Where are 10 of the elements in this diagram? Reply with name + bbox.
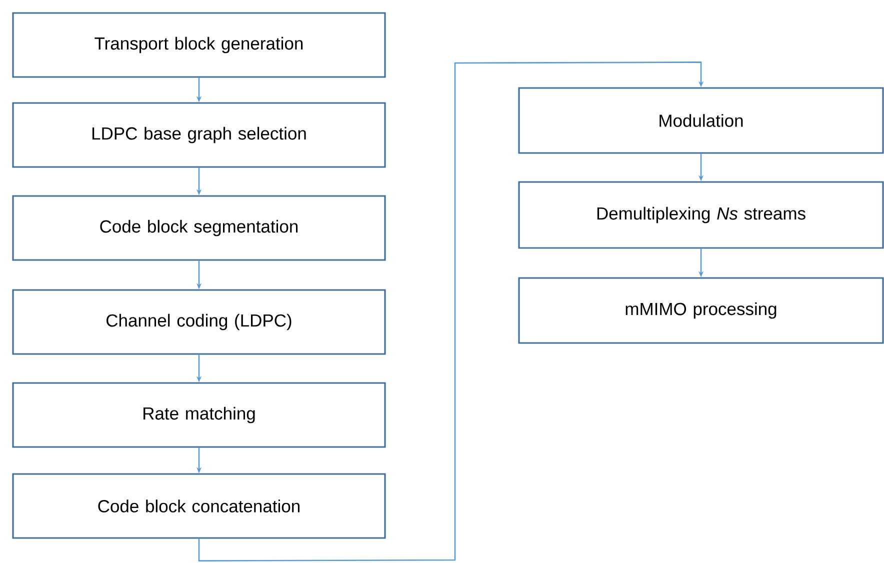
process-box: mMIMO processing: [518, 277, 884, 344]
arrow: [198, 62, 704, 562]
process-box: Modulation: [518, 87, 884, 154]
process-box: Code block concatenation: [12, 473, 386, 539]
process-box: Transport block generation: [12, 12, 386, 78]
process-box: Channel coding (LDPC): [12, 289, 386, 355]
process-box: Rate matching: [12, 382, 386, 448]
process-box: Demultiplexing Ns streams: [518, 181, 884, 249]
process-box: LDPC base graph selection: [12, 102, 386, 168]
process-box: Code block segmentation: [12, 195, 386, 261]
